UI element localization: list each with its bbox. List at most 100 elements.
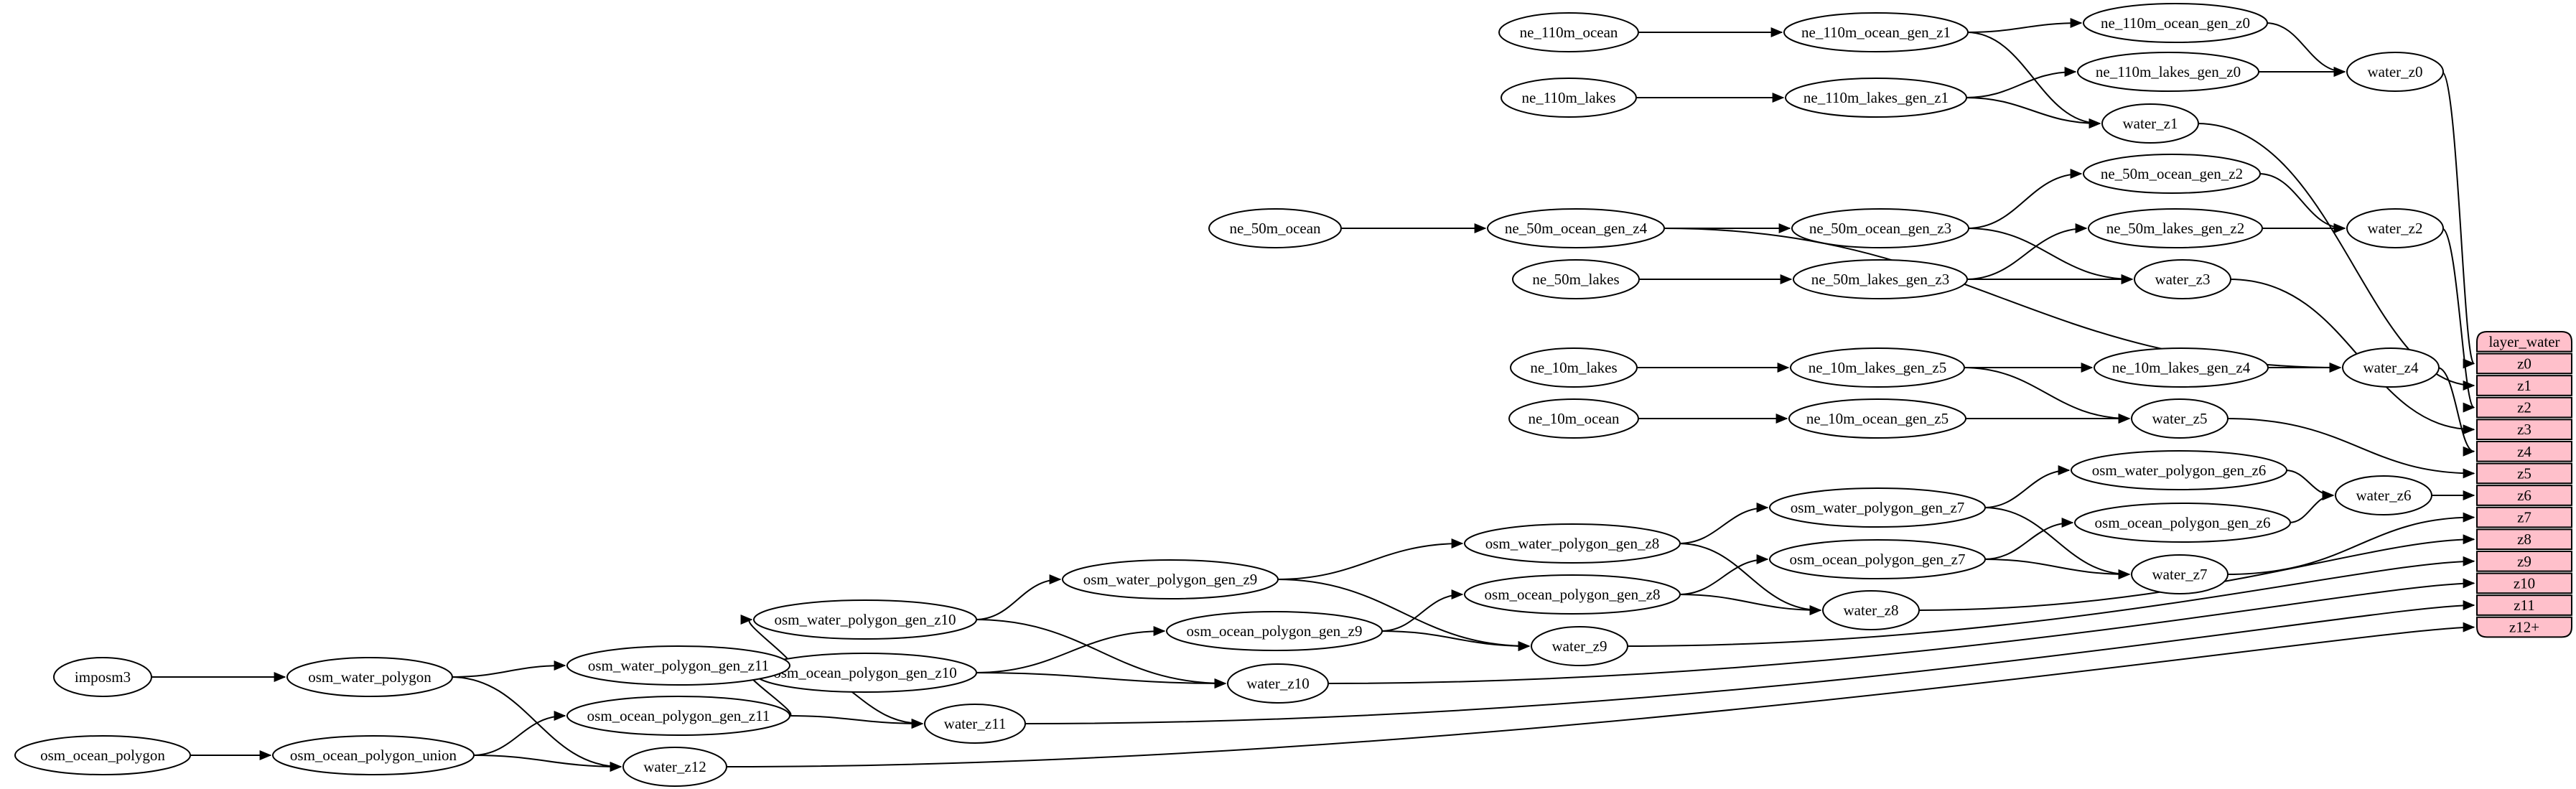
node-ellipse-water_z11 (924, 704, 1026, 744)
node-label-water_z5: water_z5 (2152, 410, 2208, 427)
edge-ne_50m_ocean_gen_z4-to-water_z4 (1662, 228, 2342, 373)
node-ellipse-water_z2 (2346, 208, 2444, 248)
edge-osm_ocean_polygon_union-to-water_z12 (472, 755, 622, 772)
edge-osm_water_polygon_gen_z8-to-water_z8 (1678, 543, 1822, 615)
node-ellipse-ne_10m_ocean_gen_z5 (1788, 398, 1966, 439)
node-label-ne_50m_lakes_gen_z2: ne_50m_lakes_gen_z2 (2106, 220, 2244, 237)
record-row-label-z4: z4 (2517, 443, 2531, 460)
node-ne_10m_lakes_gen_z5: ne_10m_lakes_gen_z5 (1790, 347, 1965, 388)
node-ellipse-osm_water_polygon_gen_z6 (2071, 450, 2287, 490)
node-label-osm_ocean_polygon_gen_z10: osm_ocean_polygon_gen_z10 (773, 664, 956, 681)
node-ellipse-ne_50m_ocean_gen_z2 (2083, 154, 2261, 194)
node-osm_ocean_polygon_union: osm_ocean_polygon_union (272, 735, 475, 775)
node-ellipse-osm_water_polygon_gen_z10 (753, 599, 977, 640)
node-water_z2: water_z2 (2346, 208, 2444, 248)
edge-water_z7-to-layer_water-z7 (2226, 512, 2475, 575)
node-ne_110m_ocean: ne_110m_ocean (1498, 12, 1639, 52)
record-layer_water: layer_waterz0z1z2z3z4z5z6z7z8z9z10z11z12… (2476, 331, 2572, 638)
node-ellipse-ne_10m_lakes (1510, 347, 1638, 388)
node-ellipse-ne_50m_ocean (1208, 208, 1342, 248)
edge-osm_ocean_polygon_gen_z8-to-water_z8 (1678, 594, 1822, 615)
edge-osm_ocean_polygon_union-to-osm_ocean_polygon_gen_z11 (472, 711, 566, 756)
record-row-label-z3: z3 (2517, 421, 2531, 438)
edge-water_z5-to-layer_water-z5 (2226, 418, 2475, 479)
edge-water_z3-to-layer_water-z3 (2229, 279, 2475, 435)
node-osm_ocean_polygon_gen_z11: osm_ocean_polygon_gen_z11 (566, 696, 790, 736)
node-label-water_z10: water_z10 (1246, 675, 1309, 692)
edge-ne_50m_lakes_gen_z3-to-ne_50m_lakes_gen_z2 (1965, 223, 2088, 280)
node-label-ne_10m_ocean_gen_z5: ne_10m_ocean_gen_z5 (1806, 410, 1949, 427)
node-label-water_z2: water_z2 (2368, 220, 2423, 237)
node-water_z8: water_z8 (1822, 590, 1920, 630)
node-ne_110m_lakes_gen_z1: ne_110m_lakes_gen_z1 (1785, 78, 1967, 118)
record-row-label-z6: z6 (2517, 487, 2531, 504)
node-water_z12: water_z12 (622, 747, 727, 787)
node-ellipse-ne_110m_lakes (1501, 78, 1637, 118)
node-ellipse-osm_ocean_polygon_gen_z8 (1464, 574, 1681, 615)
edge-ne_110m_ocean_gen_z1-to-ne_110m_ocean_gen_z0 (1966, 18, 2083, 33)
node-label-water_z6: water_z6 (2356, 487, 2412, 504)
record-title-label: layer_water (2488, 333, 2559, 350)
edge-water_z9-to-layer_water-z9 (1625, 556, 2475, 647)
node-ellipse-imposm3 (53, 657, 152, 697)
edge-ne_10m_lakes_gen_z5-to-water_z5 (1962, 367, 2131, 424)
node-label-osm_ocean_polygon_union: osm_ocean_polygon_union (290, 747, 457, 764)
node-osm_water_polygon_gen_z9: osm_water_polygon_gen_z9 (1062, 559, 1279, 599)
node-label-water_z7: water_z7 (2152, 566, 2208, 583)
node-ellipse-osm_ocean_polygon_gen_z7 (1769, 539, 1986, 579)
record-row-label-z9: z9 (2517, 553, 2531, 570)
node-ellipse-osm_ocean_polygon_gen_z6 (2074, 503, 2291, 543)
node-label-osm_ocean_polygon_gen_z7: osm_ocean_polygon_gen_z7 (1790, 551, 1966, 568)
edge-osm_ocean_polygon_gen_z9-to-water_z9 (1380, 630, 1531, 651)
node-ellipse-ne_50m_lakes_gen_z3 (1793, 259, 1968, 299)
record-row-z3 (2476, 419, 2572, 441)
node-label-water_z1: water_z1 (2123, 115, 2178, 132)
record-row-z7 (2476, 506, 2572, 528)
node-ne_50m_lakes_gen_z2: ne_50m_lakes_gen_z2 (2088, 208, 2263, 248)
node-water_z9: water_z9 (1531, 626, 1628, 666)
record-row-label-z2: z2 (2517, 399, 2531, 416)
edge-osm_ocean_polygon_gen_z10-to-osm_ocean_polygon_gen_z9 (974, 626, 1166, 673)
node-label-ne_110m_lakes_gen_z1: ne_110m_lakes_gen_z1 (1803, 89, 1949, 106)
record-row-z1 (2476, 375, 2572, 396)
edge-ne_110m_lakes_gen_z1-to-ne_110m_lakes_gen_z0 (1964, 67, 2077, 98)
node-label-ne_50m_ocean_gen_z2: ne_50m_ocean_gen_z2 (2101, 165, 2243, 182)
edge-ne_50m_ocean_gen_z3-to-ne_50m_ocean_gen_z2 (1966, 169, 2083, 229)
node-ellipse-water_z9 (1531, 626, 1628, 666)
node-ellipse-osm_ocean_polygon_gen_z9 (1166, 611, 1383, 651)
node-imposm3: imposm3 (53, 657, 152, 697)
node-osm_water_polygon_gen_z11: osm_water_polygon_gen_z11 (566, 645, 790, 686)
node-ellipse-ne_110m_lakes_gen_z0 (2077, 52, 2259, 92)
node-ellipse-water_z7 (2131, 554, 2229, 594)
node-label-ne_10m_lakes: ne_10m_lakes (1530, 359, 1617, 376)
node-osm_ocean_polygon_gen_z10: osm_ocean_polygon_gen_z10 (753, 653, 977, 693)
record-row-z8 (2476, 528, 2572, 551)
node-label-water_z0: water_z0 (2368, 63, 2423, 80)
node-label-osm_ocean_polygon_gen_z6: osm_ocean_polygon_gen_z6 (2095, 514, 2271, 531)
record-row-label-z10: z10 (2514, 574, 2535, 592)
edge-osm_water_polygon-to-water_z12 (450, 676, 622, 772)
node-label-ne_50m_lakes: ne_50m_lakes (1532, 271, 1619, 288)
record-row-z4 (2476, 441, 2572, 462)
node-ellipse-water_z5 (2131, 398, 2229, 439)
node-ne_50m_lakes: ne_50m_lakes (1512, 259, 1640, 299)
node-label-osm_water_polygon_gen_z10: osm_water_polygon_gen_z10 (774, 611, 956, 628)
node-ne_110m_ocean_gen_z0: ne_110m_ocean_gen_z0 (2083, 3, 2268, 43)
record-row-label-z12+: z12+ (2509, 619, 2539, 636)
record-row-label-z1: z1 (2517, 377, 2531, 394)
node-water_z7: water_z7 (2131, 554, 2229, 594)
node-label-ne_110m_lakes_gen_z0: ne_110m_lakes_gen_z0 (2096, 63, 2241, 80)
node-ne_10m_lakes_gen_z4: ne_10m_lakes_gen_z4 (2094, 347, 2269, 388)
node-osm_water_polygon_gen_z8: osm_water_polygon_gen_z8 (1464, 523, 1681, 564)
node-label-imposm3: imposm3 (75, 668, 131, 686)
node-ellipse-water_z0 (2346, 52, 2444, 92)
node-label-ne_110m_ocean: ne_110m_ocean (1520, 24, 1618, 41)
node-ellipse-osm_water_polygon_gen_z7 (1769, 487, 1986, 528)
edges-layer (149, 18, 2475, 772)
edge-osm_ocean_polygon_gen_z11-to-water_z11 (788, 715, 924, 729)
node-osm_water_polygon_gen_z10: osm_water_polygon_gen_z10 (753, 599, 977, 640)
edge-osm_ocean_polygon_gen_z6-to-water_z6 (2288, 490, 2335, 523)
node-ellipse-water_z1 (2101, 103, 2199, 144)
